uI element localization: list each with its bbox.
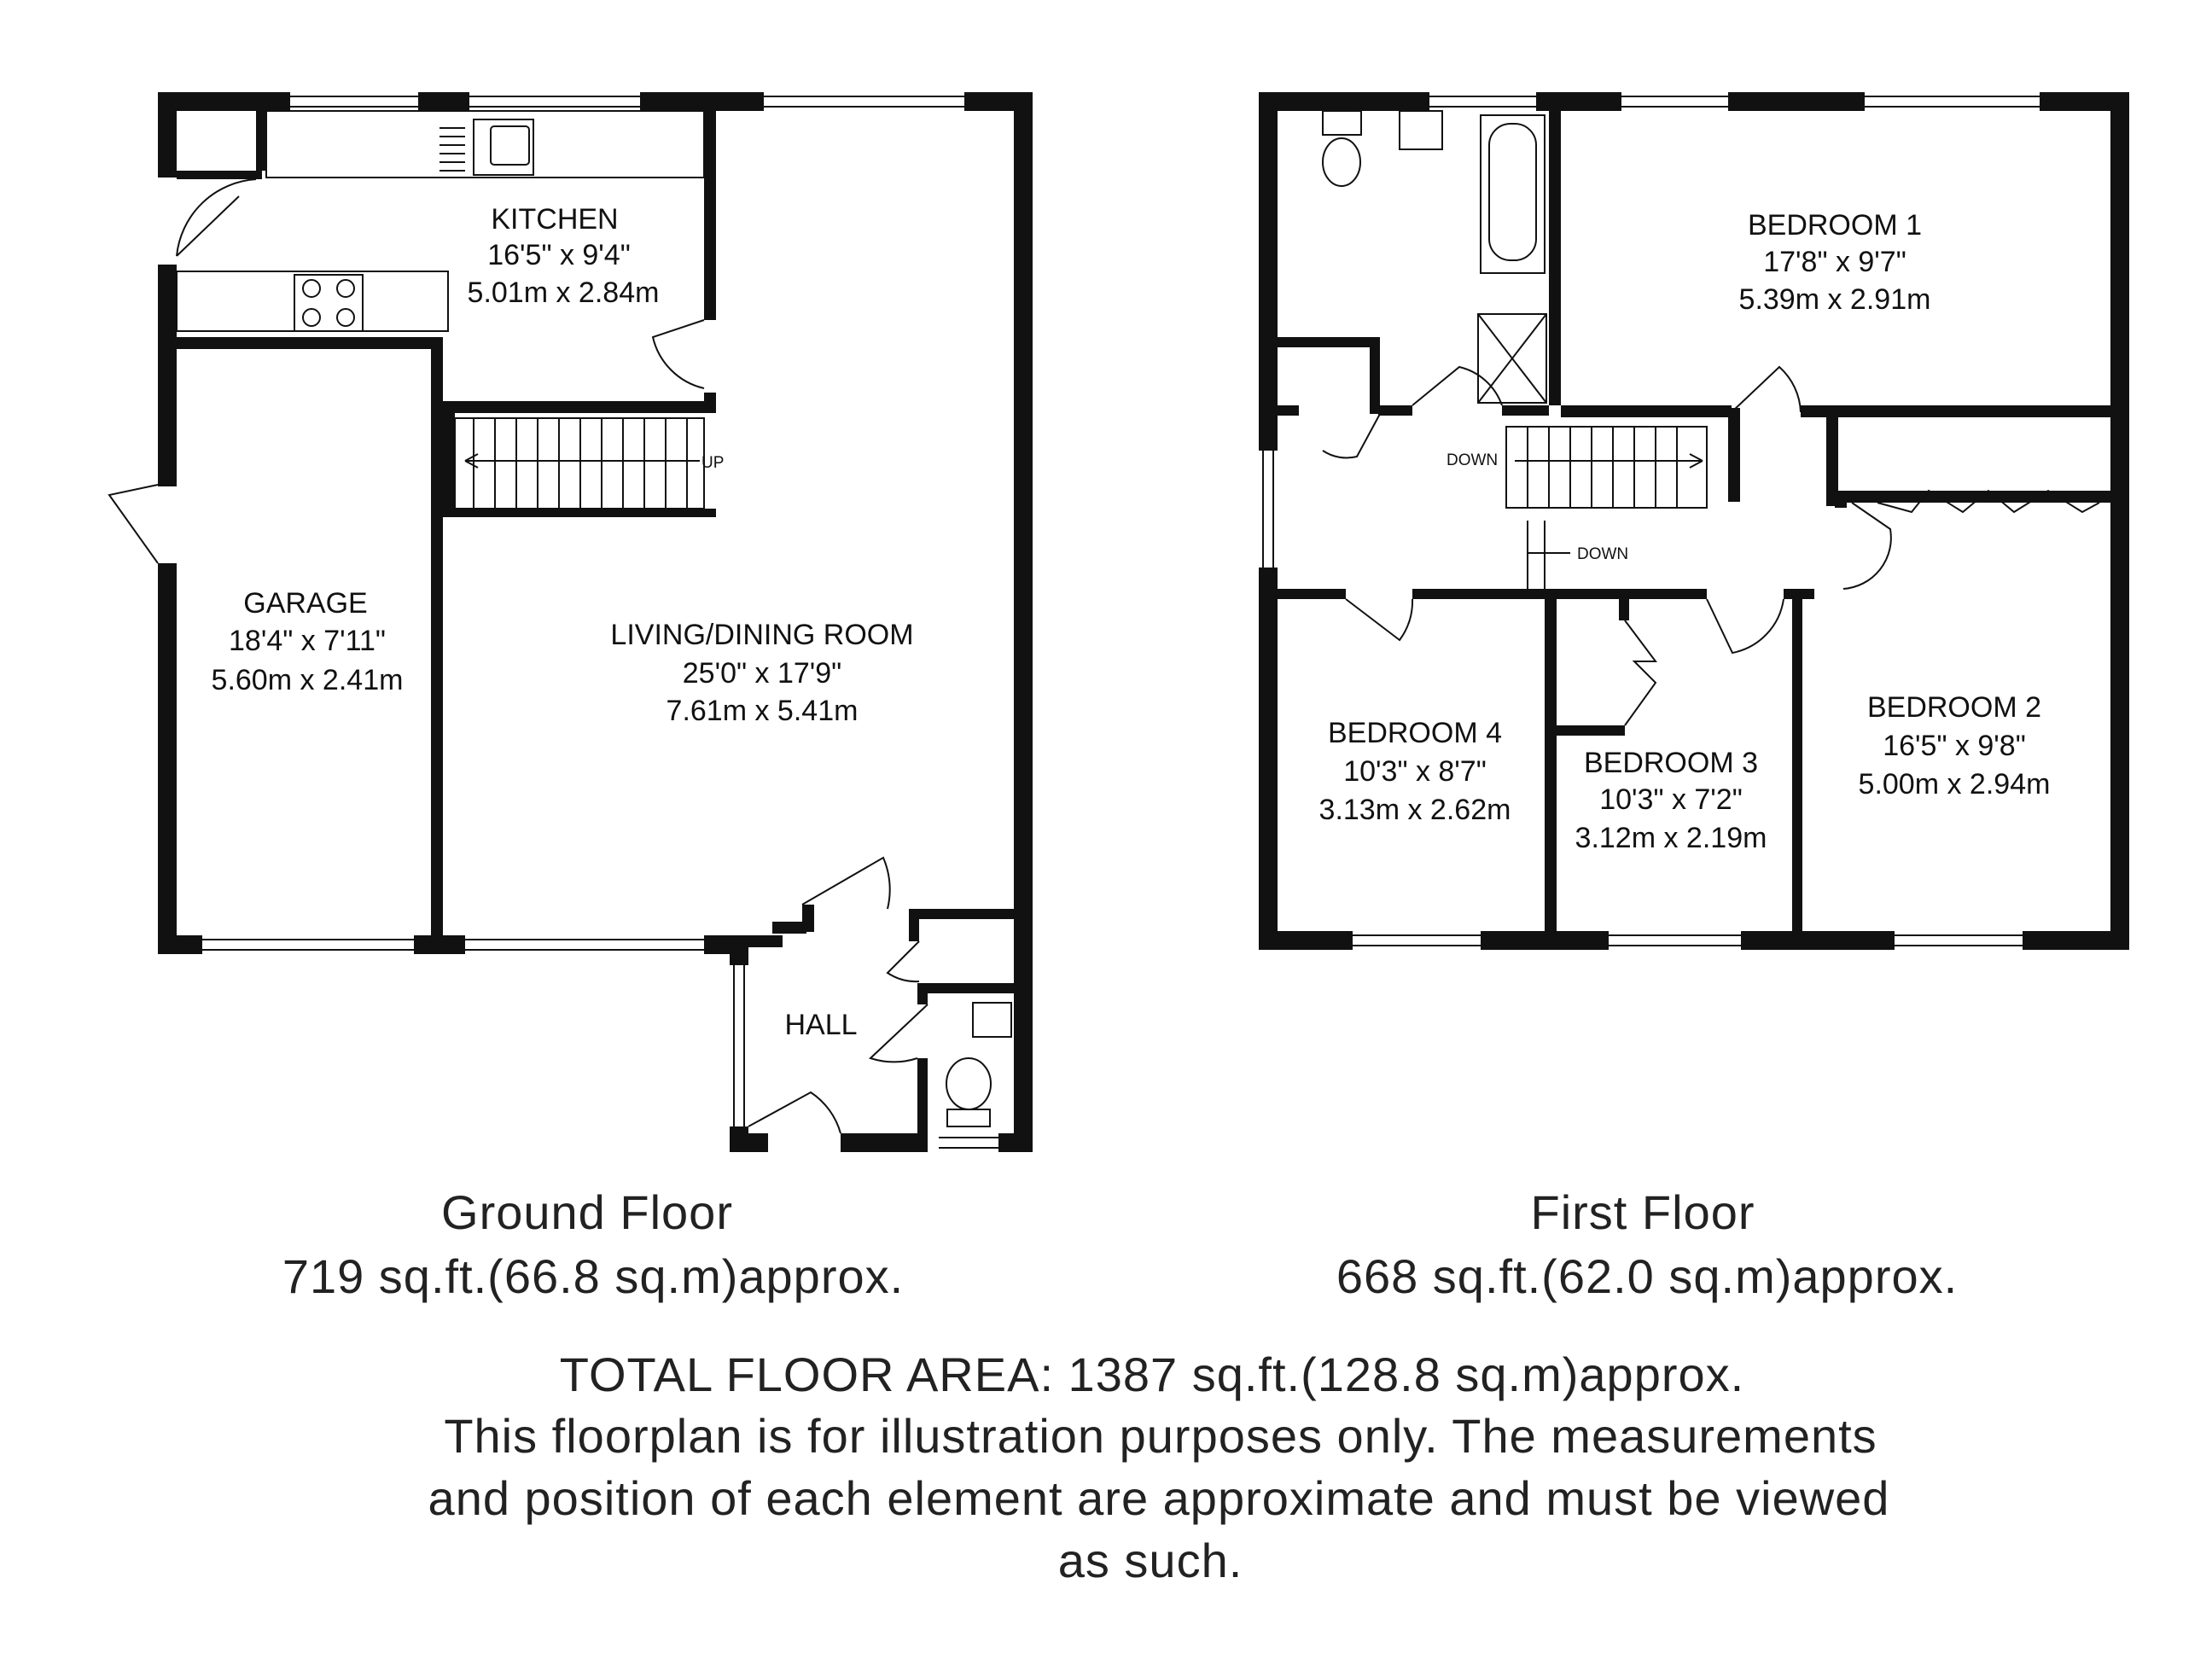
disclaimer-line-2: and position of each element are approxi… [428, 1471, 1890, 1525]
first-windows [1262, 96, 2040, 946]
disclaimer-line-3: as such. [1058, 1534, 1243, 1587]
first-stairs [1505, 426, 1708, 589]
ground-floor-plan: KITCHEN 16'5" x 9'4" 5.01m x 2.84m GARAG… [108, 92, 1033, 1152]
garage-metric: 5.60m x 2.41m [212, 664, 404, 696]
living-name: LIVING/DINING ROOM [610, 619, 913, 651]
bedroom4-metric: 3.13m x 2.62m [1319, 794, 1511, 826]
living-metric: 7.61m x 5.41m [667, 695, 859, 727]
ground-windows [202, 96, 998, 1149]
garage-name: GARAGE [243, 587, 367, 620]
bedroom2-name: BEDROOM 2 [1867, 691, 2041, 724]
total-floor-area: TOTAL FLOOR AREA: 1387 sq.ft.(128.8 sq.m… [560, 1348, 1744, 1401]
bedroom1-metric: 5.39m x 2.91m [1739, 283, 1931, 316]
bedroom1-imperial: 17'8" x 9'7" [1763, 246, 1906, 278]
first-floor-area: 668 sq.ft.(62.0 sq.m)approx. [1336, 1249, 1958, 1303]
kitchen-imperial: 16'5" x 9'4" [487, 239, 631, 271]
bedroom1-name: BEDROOM 1 [1748, 209, 1922, 242]
kitchen-metric: 5.01m x 2.84m [468, 276, 660, 309]
first-stair-down-label-1: DOWN [1447, 451, 1498, 469]
ground-stairs [454, 417, 705, 509]
first-floor-plan: BEDROOM 1 17'8" x 9'7" 5.39m x 2.91m BED… [1259, 92, 2129, 950]
disclaimer-line-1: This floorplan is for illustration purpo… [444, 1409, 1877, 1463]
bedroom2-metric: 5.00m x 2.94m [1859, 768, 2051, 800]
bedroom2-imperial: 16'5" x 9'8" [1883, 730, 2026, 762]
bedroom3-name: BEDROOM 3 [1584, 747, 1758, 779]
bedroom3-metric: 3.12m x 2.19m [1575, 822, 1767, 854]
ground-stair-up-label: UP [701, 454, 724, 472]
kitchen-name: KITCHEN [491, 203, 618, 236]
hall-name: HALL [784, 1009, 857, 1041]
living-imperial: 25'0" x 17'9" [683, 657, 841, 690]
ground-floor-title: Ground Floor [441, 1185, 733, 1239]
garage-imperial: 18'4" x 7'11" [229, 625, 386, 657]
kitchen-fixtures [176, 110, 705, 332]
first-floor-title: First Floor [1531, 1185, 1755, 1239]
first-stair-down-label-2: DOWN [1577, 545, 1628, 563]
ground-doors [108, 178, 928, 1134]
first-doors [1322, 365, 2100, 726]
bedroom3-imperial: 10'3" x 7'2" [1599, 783, 1743, 816]
bedroom4-imperial: 10'3" x 8'7" [1343, 755, 1487, 788]
ground-floor-area: 719 sq.ft.(66.8 sq.m)approx. [282, 1249, 904, 1303]
bathroom-fixtures [1322, 110, 1547, 404]
wc-fixtures [946, 1002, 1012, 1127]
bedroom4-name: BEDROOM 4 [1328, 717, 1502, 749]
